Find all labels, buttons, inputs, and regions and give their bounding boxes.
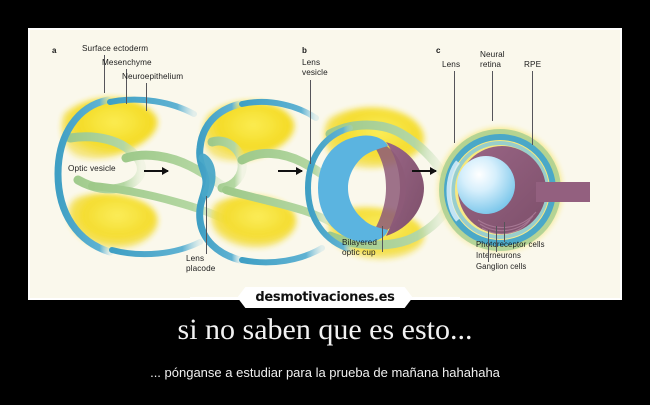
watermark-band: desmotivaciones.es xyxy=(0,287,650,309)
watermark-rule-right xyxy=(400,297,460,299)
label-surface-ectoderm: Surface ectoderm xyxy=(82,44,149,53)
label-interneurons: Interneurons xyxy=(476,251,521,260)
label-lens-placode-line1: Lens xyxy=(186,254,205,263)
leader-rpe xyxy=(532,71,533,145)
label-neural-retina-line1: Neural xyxy=(480,50,505,59)
panel-c-graphic xyxy=(438,128,590,252)
figure-image: a b c Surface ectoderm Mesenchyme Neuroe… xyxy=(28,28,622,300)
label-ganglion-cells: Ganglion cells xyxy=(476,262,527,271)
leader-neuroepithelium xyxy=(146,83,147,111)
label-optic-vesicle: Optic vesicle xyxy=(68,164,116,173)
leader-neural-retina xyxy=(492,71,493,121)
panel-letter-a: a xyxy=(52,46,57,55)
leader-ganglion-cells xyxy=(488,230,489,262)
eye-development-diagram xyxy=(54,96,590,266)
panel-letter-b: b xyxy=(302,46,307,55)
label-lens: Lens xyxy=(442,60,461,69)
label-lens-vesicle-line1: Lens xyxy=(302,58,321,67)
label-bilayered-optic-cup-line2: optic cup xyxy=(342,248,376,257)
label-neuroepithelium: Neuroepithelium xyxy=(122,72,184,81)
leader-lens-placode xyxy=(206,196,207,254)
panel-letter-c: c xyxy=(436,46,441,55)
label-photoreceptor-cells: Photoreceptor cells xyxy=(476,240,545,249)
label-lens-placode-line2: placode xyxy=(186,264,216,273)
label-mesenchyme: Mesenchyme xyxy=(102,58,152,67)
watermark-rule-left xyxy=(190,297,250,299)
label-lens-vesicle-line2: vesicle xyxy=(302,68,328,77)
label-neural-retina-line2: retina xyxy=(480,60,502,69)
panel-b-graphic xyxy=(304,107,451,260)
watermark-text: desmotivaciones.es xyxy=(255,290,395,305)
figure-canvas: a b c Surface ectoderm Mesenchyme Neuroe… xyxy=(30,30,620,298)
stage-arrow-2-icon xyxy=(278,167,303,175)
leader-mesenchyme xyxy=(126,69,127,104)
label-rpe: RPE xyxy=(524,60,542,69)
caption-title: si no saben que es esto... xyxy=(177,313,473,346)
stage-arrow-1-icon xyxy=(144,167,169,175)
leader-photoreceptor-cells xyxy=(504,222,505,242)
leader-bilayered-optic-cup xyxy=(382,226,383,252)
leader-lens-vesicle xyxy=(310,80,311,164)
leader-interneurons xyxy=(496,226,497,252)
watermark-ribbon: desmotivaciones.es xyxy=(237,287,412,308)
caption-subtitle: ... pónganse a estudiar para la prueba d… xyxy=(150,365,500,380)
label-bilayered-optic-cup-line1: Bilayered xyxy=(342,238,378,247)
leader-surface-ectoderm xyxy=(104,55,105,93)
stage-arrow-3-icon xyxy=(412,167,437,175)
leader-lens xyxy=(454,71,455,143)
